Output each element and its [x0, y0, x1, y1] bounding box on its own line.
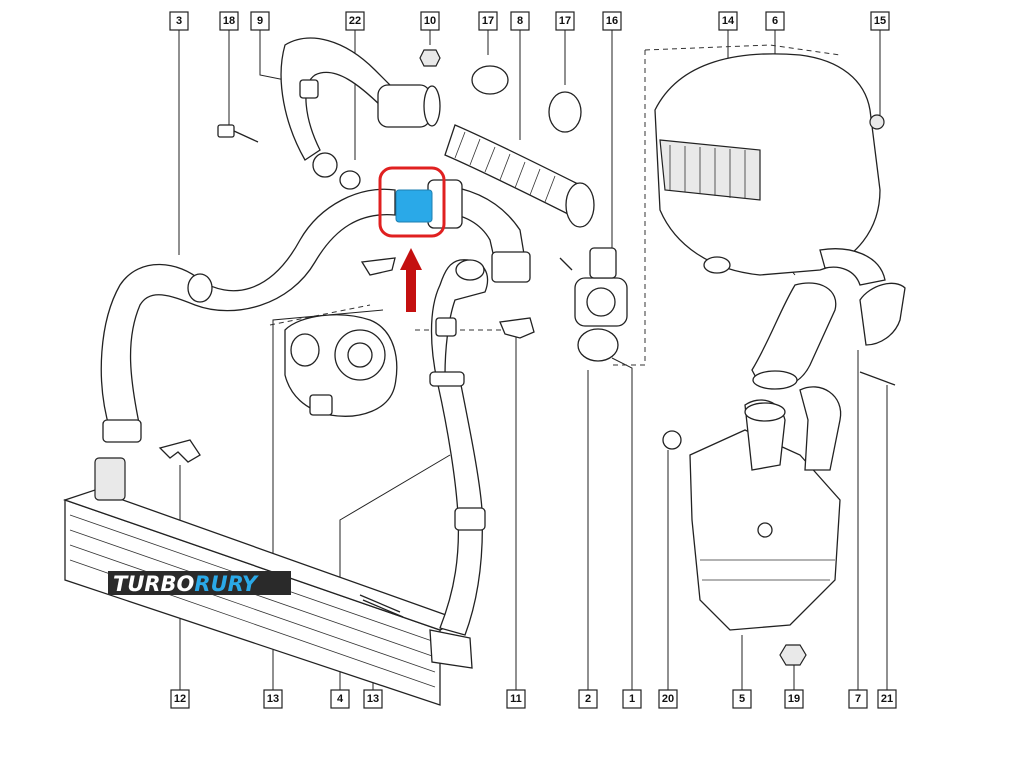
- callout-17a: 17: [478, 11, 498, 31]
- svg-text:8: 8: [517, 15, 523, 27]
- callout-16: 16: [602, 11, 622, 31]
- callout-22: 22: [345, 11, 365, 31]
- callout-6: 6: [765, 11, 785, 31]
- callout-8: 8: [510, 11, 530, 31]
- hose-3: [100, 188, 396, 443]
- svg-text:10: 10: [424, 15, 436, 27]
- callout-10: 10: [420, 11, 440, 31]
- svg-text:13: 13: [367, 693, 379, 705]
- svg-text:TURBORURY: TURBORURY: [113, 572, 259, 596]
- callout-21: 21: [877, 689, 897, 709]
- pipe-9: [280, 37, 396, 178]
- svg-text:16: 16: [606, 15, 618, 27]
- clip-13: [359, 594, 404, 618]
- gasket-2: [577, 328, 619, 362]
- svg-text:15: 15: [874, 15, 886, 27]
- coupler: [377, 84, 441, 128]
- callout-2: 2: [578, 689, 598, 709]
- sensor-20: [662, 430, 682, 450]
- bolt-18: [217, 124, 259, 143]
- turborury-logo: TURBORURY: [108, 571, 291, 596]
- highlighted-part: [395, 189, 433, 223]
- svg-text:17: 17: [559, 15, 571, 27]
- callout-11: 11: [506, 689, 526, 709]
- logo-text-rury: RURY: [194, 572, 258, 596]
- callout-4: 4: [330, 689, 350, 709]
- svg-text:4: 4: [337, 693, 344, 705]
- svg-text:19: 19: [788, 693, 800, 705]
- o-ring-22: [339, 170, 361, 190]
- svg-text:13: 13: [267, 693, 279, 705]
- callouts: 3 18 9 22 10 17 8 17 16 14 6 15 12 13 4 …: [169, 11, 897, 709]
- svg-text:22: 22: [349, 15, 361, 27]
- svg-text:20: 20: [662, 693, 674, 705]
- svg-text:7: 7: [855, 693, 861, 705]
- highlighted-connector: [378, 166, 531, 283]
- callout-7: 7: [848, 689, 868, 709]
- highlight-arrow: [400, 248, 422, 312]
- hose-4: [429, 259, 489, 669]
- resonator-5: [689, 386, 842, 631]
- hose-8: [444, 124, 595, 228]
- svg-text:11: 11: [510, 693, 522, 705]
- callout-17b: 17: [555, 11, 575, 31]
- callout-13b: 13: [363, 689, 383, 709]
- clip-11: [499, 317, 535, 339]
- bolt-21: [859, 371, 896, 386]
- callout-14: 14: [718, 11, 738, 31]
- pipe-6: [751, 282, 837, 390]
- svg-text:5: 5: [739, 693, 745, 705]
- logo-text-turbo: TURBO: [113, 572, 195, 596]
- svg-text:9: 9: [257, 15, 263, 27]
- airflow-meter-16: [559, 247, 628, 327]
- clip-12: [158, 439, 201, 463]
- callout-15: 15: [870, 11, 890, 31]
- nut-19: [779, 644, 807, 666]
- clamp-17a: [471, 65, 509, 95]
- nut-10: [419, 49, 441, 67]
- callout-18: 18: [219, 11, 239, 31]
- callout-3: 3: [169, 11, 189, 31]
- highlight-ring: [378, 166, 446, 238]
- svg-text:3: 3: [176, 15, 182, 27]
- clip-13-upper: [360, 257, 396, 276]
- svg-text:2: 2: [585, 693, 591, 705]
- grommet-14: [703, 256, 731, 274]
- bracket-7: [859, 282, 906, 346]
- callout-9: 9: [250, 11, 270, 31]
- turbocharger: [284, 314, 398, 417]
- svg-text:21: 21: [881, 693, 893, 705]
- svg-text:14: 14: [722, 15, 735, 27]
- callout-20: 20: [658, 689, 678, 709]
- callout-5: 5: [732, 689, 752, 709]
- svg-text:6: 6: [772, 15, 778, 27]
- svg-text:12: 12: [174, 693, 186, 705]
- svg-text:18: 18: [223, 15, 235, 27]
- clamp-17b: [548, 91, 582, 133]
- air-filter-housing: [654, 53, 886, 286]
- callout-1: 1: [622, 689, 642, 709]
- svg-text:17: 17: [482, 15, 494, 27]
- callout-12: 12: [170, 689, 190, 709]
- svg-text:1: 1: [629, 693, 635, 705]
- callout-19: 19: [784, 689, 804, 709]
- callout-13a: 13: [263, 689, 283, 709]
- nut-15: [869, 114, 885, 130]
